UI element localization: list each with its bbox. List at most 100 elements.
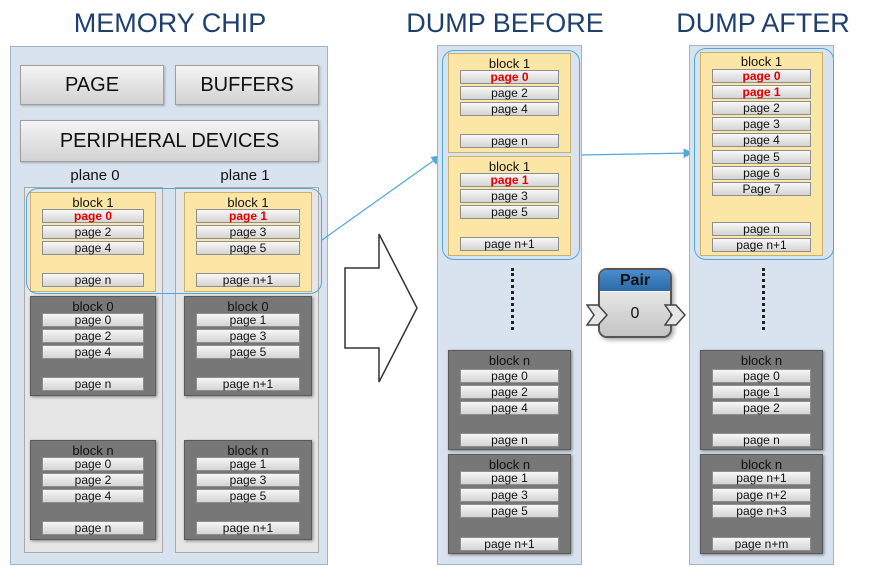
plane-0-label: plane 0 <box>70 167 120 184</box>
page-item[interactable]: page 4 <box>42 489 144 503</box>
page-item[interactable]: page n+1 <box>712 471 811 485</box>
page-item[interactable]: page n <box>712 433 811 447</box>
page-item[interactable]: page 1 <box>460 471 559 485</box>
page-item[interactable]: page n <box>42 521 144 535</box>
page-item[interactable]: page n <box>42 377 144 391</box>
after-blockn-b[interactable]: block n page n+1 page n+2 page n+3 page … <box>700 454 823 554</box>
page-item[interactable]: page 0 <box>460 70 559 84</box>
block-title: block 1 <box>740 54 783 69</box>
page-item[interactable]: page 2 <box>42 329 144 343</box>
block-title: block 0 <box>227 299 269 314</box>
peripheral-devices-button[interactable]: PERIPHERAL DEVICES <box>20 120 319 162</box>
before-block1-a[interactable]: block 1 page 0 page 2 page 4 page n <box>448 53 571 153</box>
page-item[interactable]: page 5 <box>196 241 300 255</box>
page-item[interactable]: page 4 <box>42 241 144 255</box>
pair-output-port-icon[interactable] <box>664 303 686 327</box>
block-title: block 0 <box>72 299 114 314</box>
page-item[interactable]: page n+1 <box>712 238 811 252</box>
after-blockn-a[interactable]: block n page 0 page 1 page 2 page n <box>700 350 823 450</box>
block-title: block 1 <box>227 195 269 210</box>
pair-widget[interactable]: Pair 0 <box>586 266 686 340</box>
block-title: block n <box>72 443 114 458</box>
page-item[interactable]: page 2 <box>712 401 811 415</box>
page-item[interactable]: page 2 <box>712 101 811 115</box>
page-item[interactable]: page 3 <box>196 225 300 239</box>
connector-to-before <box>321 155 441 241</box>
transfer-arrow-icon <box>344 233 418 383</box>
page-item[interactable]: page 1 <box>196 209 300 223</box>
plane0-block0[interactable]: block 0 page 0 page 2 page 4 page n <box>30 296 156 396</box>
page-item[interactable]: page n <box>42 273 144 287</box>
buffers-button[interactable]: BUFFERS <box>175 65 319 105</box>
block-title: block n <box>488 457 531 472</box>
page-item[interactable]: page n+1 <box>196 521 300 535</box>
page-item[interactable]: page n <box>460 134 559 148</box>
page-item[interactable]: page n+1 <box>460 237 559 251</box>
plane0-blockn[interactable]: block n page 0 page 2 page 4 page n <box>30 440 156 540</box>
before-blockn-a[interactable]: block n page 0 page 2 page 4 page n <box>448 350 571 450</box>
pair-title: Pair <box>600 270 670 291</box>
block-title: block n <box>227 443 269 458</box>
page-item[interactable]: page n+1 <box>196 377 300 391</box>
page-item[interactable]: Page 7 <box>712 182 811 196</box>
before-block1-b[interactable]: block 1 page 1 page 3 page 5 page n+1 <box>448 156 571 256</box>
plane0-block1[interactable]: block 1 page 0 page 2 page 4 page n <box>30 192 156 292</box>
page-item[interactable]: page 2 <box>42 473 144 487</box>
page-item[interactable]: page n+1 <box>460 537 559 551</box>
memory-chip-title: MEMORY CHIP <box>73 8 267 38</box>
page-item[interactable]: page 5 <box>460 504 559 518</box>
page-item[interactable]: page 4 <box>712 133 811 147</box>
page-item[interactable]: page n+2 <box>712 488 811 502</box>
block1-selection-outline <box>26 188 322 294</box>
page-item[interactable]: page 2 <box>460 86 559 100</box>
page-item[interactable]: page 1 <box>712 85 811 99</box>
page-item[interactable]: page 1 <box>196 457 300 471</box>
dump-before-title: DUMP BEFORE <box>406 8 604 38</box>
page-item[interactable]: page n+1 <box>196 273 300 287</box>
page-item[interactable]: page 2 <box>42 225 144 239</box>
block-title: block 1 <box>72 195 114 210</box>
page-item[interactable]: page 3 <box>196 473 300 487</box>
before-ellipsis <box>511 268 514 330</box>
plane1-blockn[interactable]: block n page 1 page 3 page 5 page n+1 <box>184 440 312 540</box>
page-item[interactable]: page 4 <box>460 102 559 116</box>
page-item[interactable]: page 1 <box>196 313 300 327</box>
page-item[interactable]: page 5 <box>196 345 300 359</box>
page-item[interactable]: page 5 <box>712 150 811 164</box>
page-item[interactable]: page n <box>460 433 559 447</box>
page-item[interactable]: page 3 <box>712 117 811 131</box>
page-item[interactable]: page 0 <box>712 369 811 383</box>
page-item[interactable]: page 5 <box>196 489 300 503</box>
page-item[interactable]: page 0 <box>712 69 811 83</box>
dump-after-title: DUMP AFTER <box>676 8 850 38</box>
before-selection-outline <box>442 50 580 260</box>
page-item[interactable]: page 0 <box>42 457 144 471</box>
before-blockn-b[interactable]: block n page 1 page 3 page 5 page n+1 <box>448 454 571 554</box>
page-item[interactable]: page n+m <box>712 537 811 551</box>
pair-value: 0 <box>600 292 670 336</box>
page-item[interactable]: page 0 <box>460 369 559 383</box>
page-item[interactable]: page 3 <box>460 189 559 203</box>
page-item[interactable]: page 6 <box>712 166 811 180</box>
page-item[interactable]: page 1 <box>460 173 559 187</box>
block-title: block n <box>488 353 531 368</box>
page-item[interactable]: page n <box>712 222 811 236</box>
plane1-block1[interactable]: block 1 page 1 page 3 page 5 page n+1 <box>184 192 312 292</box>
after-block1[interactable]: block 1 page 0 page 1 page 2 page 3 page… <box>700 52 823 256</box>
page-item[interactable]: page 4 <box>460 401 559 415</box>
page-item[interactable]: page 0 <box>42 313 144 327</box>
after-ellipsis <box>762 268 765 330</box>
page-item[interactable]: page 5 <box>460 205 559 219</box>
pair-input-port-icon[interactable] <box>586 303 608 327</box>
plane1-block0[interactable]: block 0 page 1 page 3 page 5 page n+1 <box>184 296 312 396</box>
page-item[interactable]: page 2 <box>460 385 559 399</box>
page-item[interactable]: page 1 <box>712 385 811 399</box>
page-item[interactable]: page 4 <box>42 345 144 359</box>
page-item[interactable]: page 0 <box>42 209 144 223</box>
page-button[interactable]: PAGE <box>20 65 164 105</box>
page-item[interactable]: page n+3 <box>712 504 811 518</box>
page-item[interactable]: page 3 <box>460 488 559 502</box>
page-item[interactable]: page 3 <box>196 329 300 343</box>
block-title: block n <box>740 353 783 368</box>
